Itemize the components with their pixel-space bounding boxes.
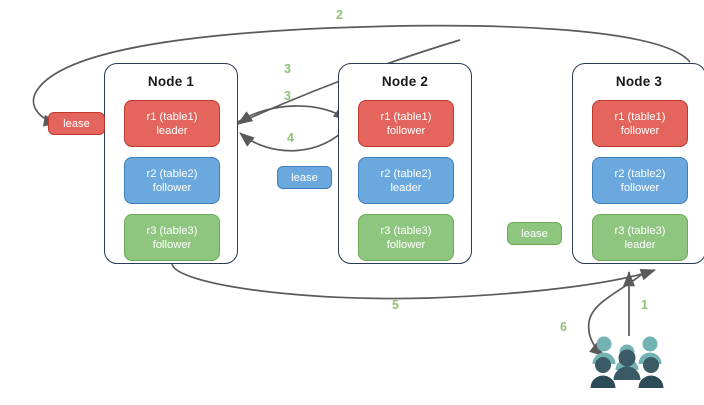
- replica-role: follower: [386, 124, 426, 137]
- replica-r3[interactable]: r3 (table3) follower: [124, 214, 220, 261]
- arrow-step-5: [171, 263, 656, 300]
- replica-role: follower: [152, 181, 192, 194]
- replica-name: r1 (table1): [614, 110, 666, 123]
- replica-r1[interactable]: r1 (table1) follower: [592, 100, 688, 147]
- step-label-5: 5: [392, 298, 399, 312]
- replica-name: r3 (table3): [614, 224, 666, 237]
- replica-role: leader: [390, 181, 422, 194]
- replica-role: follower: [620, 181, 660, 194]
- replica-role: follower: [386, 238, 426, 251]
- arrow-step-2: [32, 24, 691, 127]
- replica-name: r1 (table1): [380, 110, 432, 123]
- node-box-3[interactable]: Node 3 r1 (table1) follower r2 (table2) …: [572, 63, 704, 264]
- arrow-step-4: [239, 123, 351, 152]
- replica-r1[interactable]: r1 (table1) leader: [124, 100, 220, 147]
- replica-role: leader: [624, 238, 656, 251]
- arrow-step-6: [587, 271, 646, 357]
- replica-role: leader: [156, 124, 188, 137]
- lease-badge-red[interactable]: lease: [48, 112, 105, 135]
- node-title: Node 3: [615, 74, 663, 89]
- replica-r2[interactable]: r2 (table2) follower: [124, 157, 220, 204]
- lease-badge-blue[interactable]: lease: [277, 166, 332, 189]
- node-title: Node 2: [381, 74, 429, 89]
- replica-r3[interactable]: r3 (table3) follower: [358, 214, 454, 261]
- step-label-4: 4: [287, 131, 294, 145]
- node-box-2[interactable]: Node 2 r1 (table1) follower r2 (table2) …: [338, 63, 472, 264]
- replica-r2[interactable]: r2 (table2) follower: [592, 157, 688, 204]
- replica-r2[interactable]: r2 (table2) leader: [358, 157, 454, 204]
- step-label-2: 2: [336, 8, 343, 22]
- replica-name: r1 (table1): [146, 110, 198, 123]
- replica-name: r3 (table3): [146, 224, 198, 237]
- step-label-6: 6: [560, 320, 567, 334]
- replica-name: r2 (table2): [146, 167, 198, 180]
- replica-r3[interactable]: r3 (table3) leader: [592, 214, 688, 261]
- replica-name: r3 (table3): [380, 224, 432, 237]
- arrow-step-3a: [237, 39, 461, 125]
- step-label-3-lower: 3: [284, 89, 291, 103]
- step-label-1: 1: [641, 298, 648, 312]
- arrow-step-3b: [237, 105, 349, 123]
- step-label-3-upper: 3: [284, 62, 291, 76]
- users-icon: [590, 336, 664, 388]
- replica-role: follower: [620, 124, 660, 137]
- replica-r1[interactable]: r1 (table1) follower: [358, 100, 454, 147]
- replica-name: r2 (table2): [614, 167, 666, 180]
- node-box-1[interactable]: Node 1 r1 (table1) leader r2 (table2) fo…: [104, 63, 238, 264]
- lease-badge-green[interactable]: lease: [507, 222, 562, 245]
- replica-name: r2 (table2): [380, 167, 432, 180]
- node-title: Node 1: [147, 74, 195, 89]
- replica-role: follower: [152, 238, 192, 251]
